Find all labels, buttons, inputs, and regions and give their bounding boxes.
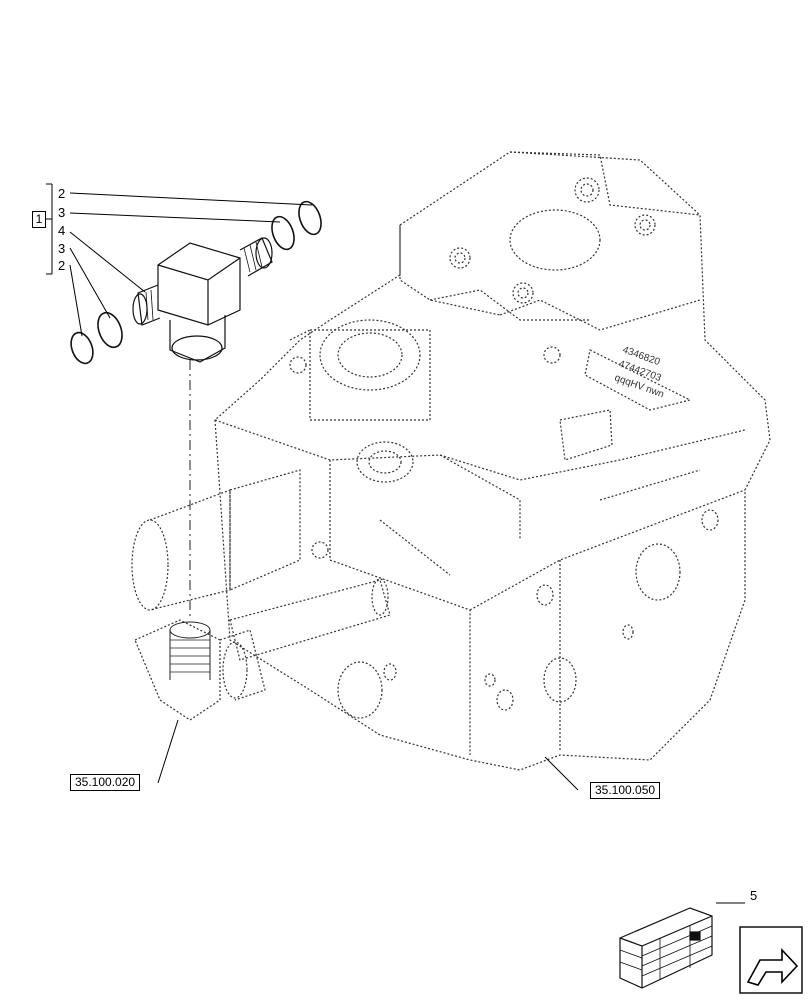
port-adapter <box>169 621 211 680</box>
spool-cylinders <box>131 469 391 721</box>
callout-3-bottom: 3 <box>58 241 66 256</box>
callout-leaders <box>46 183 745 904</box>
next-page-icon <box>739 926 803 994</box>
tee-fitting <box>132 237 273 363</box>
block-ports <box>289 177 719 719</box>
o-rings <box>70 200 322 365</box>
callout-3-top: 3 <box>58 205 66 220</box>
crate-icon <box>619 907 713 989</box>
callout-2-top: 2 <box>58 186 66 201</box>
valve-block <box>214 151 771 771</box>
callout-5: 5 <box>750 888 758 903</box>
callout-2-bottom: 2 <box>58 258 66 273</box>
kit-label-box: 1 <box>32 211 46 228</box>
ref-link-35-100-050[interactable]: 35.100.050 <box>590 782 661 799</box>
block-markings: 4346820 47442703 qqqHV nwn <box>613 344 665 400</box>
callout-4: 4 <box>58 223 66 238</box>
ref-link-35-100-020[interactable]: 35.100.020 <box>70 774 141 791</box>
